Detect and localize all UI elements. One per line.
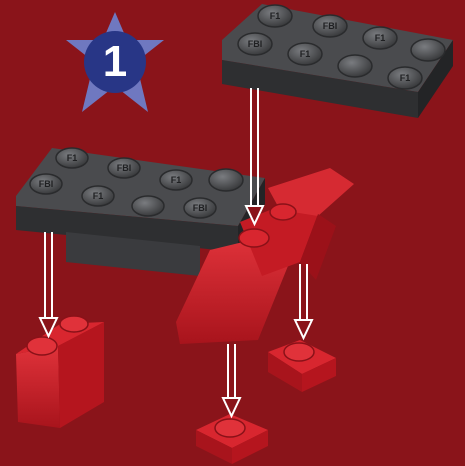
stud-mark: F1: [375, 33, 386, 43]
stud: [27, 337, 57, 355]
stud: [132, 196, 164, 216]
arrow-down-icon: [295, 264, 312, 338]
arrow-down-icon: [40, 232, 57, 336]
stud: [215, 419, 245, 437]
stud-mark: F1: [171, 175, 182, 185]
red-brick-2x1: [16, 316, 104, 428]
stud-mark: F1: [300, 49, 311, 59]
stud: [338, 55, 372, 77]
arrow-down-icon: [223, 344, 240, 416]
red-plate-bottom: [196, 414, 268, 464]
brick-front: [16, 346, 60, 428]
stud-mark: F1: [93, 191, 104, 201]
stud-mark: FBI: [248, 39, 263, 49]
stud: [239, 229, 269, 247]
stud: [270, 204, 296, 220]
stud-mark: F1: [67, 153, 78, 163]
stud-mark: FBI: [117, 163, 132, 173]
stud-mark: FBI: [39, 179, 54, 189]
stud-mark: F1: [400, 73, 411, 83]
top-gray-plate: F1 FBI F1 FBI F1 F1: [222, 4, 453, 118]
stud: [284, 343, 314, 361]
stud: [209, 169, 243, 191]
stud: [60, 316, 88, 332]
stud-mark: FBI: [323, 21, 338, 31]
stud-mark: FBI: [193, 203, 208, 213]
stud: [411, 39, 445, 61]
stud-mark: F1: [270, 11, 281, 21]
red-plate-right: [268, 340, 336, 392]
